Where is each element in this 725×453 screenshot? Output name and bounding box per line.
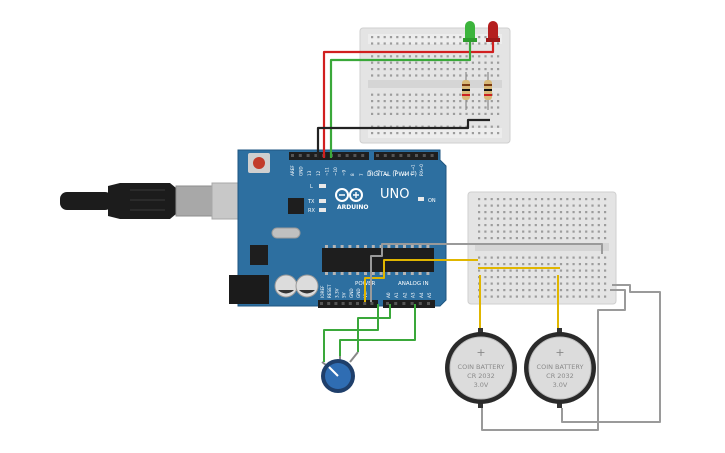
digital-pin-label-6: ~9 xyxy=(342,169,347,176)
arduino-brand-label: ARDUINO xyxy=(337,204,368,211)
digital-pin-label-12: ~3 xyxy=(393,169,398,176)
analog-header xyxy=(383,300,435,308)
digital-header-label: DIGITAL (PWM~) xyxy=(367,171,417,178)
wire-red-pin13 xyxy=(322,42,495,158)
wire-grey-gnd xyxy=(370,243,603,302)
digital-pin-label-1: GND xyxy=(299,166,304,176)
coin-battery-1[interactable]: + COIN BATTERY CR 2032 3.0V xyxy=(445,328,517,408)
breadboard-right[interactable] xyxy=(467,191,617,305)
voltage-regulator xyxy=(250,245,268,265)
capacitor-1 xyxy=(274,274,298,298)
wire-green-5v xyxy=(323,304,379,362)
wire-yellow-vin xyxy=(364,259,478,302)
wire-green-a1 xyxy=(339,304,416,358)
coin-battery-2[interactable]: + COIN BATTERY CR 2032 3.0V xyxy=(524,328,596,408)
analog-in-label: ANALOG IN xyxy=(398,281,429,287)
analog-pin-label-3: A3 xyxy=(411,292,416,298)
potentiometer[interactable] xyxy=(321,351,359,393)
power-header xyxy=(318,300,378,308)
digital-pin-label-13: 2 xyxy=(402,173,407,176)
breadboard-top-holes xyxy=(371,36,500,135)
analog-pin-label-5: A5 xyxy=(427,292,432,298)
digital-header-right xyxy=(374,152,438,160)
power-pin-label-1: RESET xyxy=(327,284,332,298)
led-label-rx: RX xyxy=(308,208,315,214)
onboard-leds: L TX RX xyxy=(307,184,326,214)
wire-grey-batt2 xyxy=(561,284,661,423)
digital-pin-label-0: AREF xyxy=(290,165,295,176)
led-label-l: L xyxy=(310,184,313,190)
resistor-2[interactable] xyxy=(484,72,492,110)
battery-2-sign: + xyxy=(555,346,564,359)
on-label: ON xyxy=(428,198,436,204)
digital-pin-label-9: ~6 xyxy=(367,169,372,176)
battery-1-sign: + xyxy=(476,346,485,359)
power-pin-label-4: GND xyxy=(349,288,354,298)
uno-model-label: UNO xyxy=(380,187,409,202)
wire-green-a0 xyxy=(357,304,391,352)
arduino-logo-icon xyxy=(335,188,363,202)
power-pin-label-0: IOREF xyxy=(320,285,325,298)
digital-pin-label-15: RX←0 xyxy=(419,164,424,176)
battery-1-voltage: 3.0V xyxy=(474,381,489,389)
power-pin-label-2: 3.3V xyxy=(334,288,339,298)
usb-chip xyxy=(288,198,304,214)
digital-header-left xyxy=(289,152,369,160)
crystal-oscillator xyxy=(271,227,301,239)
digital-pin-label-11: 4 xyxy=(385,173,390,176)
capacitor-2 xyxy=(295,274,319,298)
analog-pin-label-4: A4 xyxy=(419,292,424,298)
battery-1-type: CR 2032 xyxy=(467,372,495,380)
wire-green-pin12 xyxy=(329,42,472,158)
battery-2-label: COIN BATTERY xyxy=(537,363,584,371)
breadboard-right-holes xyxy=(478,198,607,298)
digital-pin-label-4: ~11 xyxy=(324,167,329,176)
power-led xyxy=(418,197,424,201)
digital-pin-label-5: ~10 xyxy=(333,167,338,176)
power-pin-label-3: 5V xyxy=(342,292,347,298)
digital-pin-label-10: ~5 xyxy=(376,169,381,176)
digital-pin-label-7: 8 xyxy=(350,173,355,176)
power-pin-label-5: GND xyxy=(356,288,361,298)
led-red[interactable] xyxy=(486,21,500,42)
breadboard-top[interactable] xyxy=(359,27,511,144)
battery-1-label: COIN BATTERY xyxy=(458,363,505,371)
wire-grey-batt1 xyxy=(481,289,626,431)
digital-pin-label-14: TX→1 xyxy=(410,164,415,177)
analog-pin-label-0: A0 xyxy=(386,292,391,298)
battery-2-type: CR 2032 xyxy=(546,372,574,380)
analog-pin-label-2: A2 xyxy=(402,292,407,298)
digital-pin-label-2: 13 xyxy=(307,170,312,176)
resistor-1[interactable] xyxy=(462,72,470,110)
led-green[interactable] xyxy=(463,21,477,42)
digital-pin-label-8: 7 xyxy=(359,173,364,176)
dc-power-jack xyxy=(229,275,269,304)
wires xyxy=(316,42,661,431)
led-label-tx: TX xyxy=(307,199,315,205)
battery-2-voltage: 3.0V xyxy=(553,381,568,389)
analog-pin-label-1: A1 xyxy=(394,292,399,298)
wire-black-gnd xyxy=(316,118,490,158)
digital-pin-label-3: 12 xyxy=(316,170,321,176)
